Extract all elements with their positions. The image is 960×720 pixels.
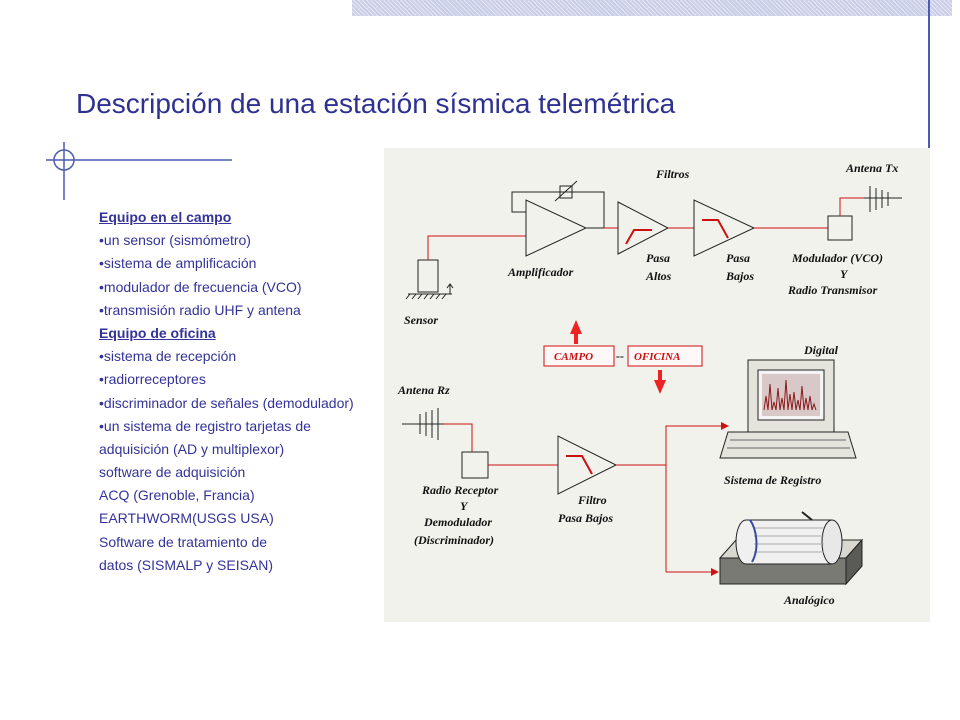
sensor-block — [405, 259, 454, 300]
analog-label: Analógico — [783, 593, 835, 607]
seismic-station-diagram: Sensor Amplificador Pasa Altos Filtros P… — [384, 148, 930, 622]
receiver-label-2: Y — [460, 499, 469, 513]
header-stripe — [352, 0, 952, 16]
high-pass-label-1: Pasa — [646, 251, 670, 265]
high-pass-label-2: Altos — [645, 269, 672, 283]
digital-computer-icon — [719, 359, 857, 459]
list-item: •sistema de recepción — [99, 348, 237, 365]
amplifier-label: Amplificador — [507, 265, 574, 279]
sensor-wire — [427, 235, 526, 260]
section-heading: Equipo de oficina — [99, 324, 216, 341]
list-item: •un sistema de registro tarjetas de — [99, 417, 311, 434]
oficina-label: OFICINA — [634, 351, 680, 363]
rx-filter-label-1: Filtro — [577, 493, 607, 507]
list-item: •transmisión radio UHF y antena — [99, 301, 301, 318]
antenna-rx-label: Antena Rz — [397, 383, 450, 397]
digital-label: Digital — [803, 343, 839, 357]
station-description-list: Equipo en el campo •un sensor (sismómetro… — [99, 206, 389, 577]
list-item: datos (SISMALP y SEISAN) — [99, 556, 274, 573]
filters-label: Filtros — [655, 167, 690, 181]
list-item: •un sensor (sismómetro) — [99, 232, 251, 249]
antenna-rx-icon — [402, 408, 444, 440]
modulator-block — [827, 215, 853, 241]
corner-decoration — [46, 142, 232, 200]
amplifier-block — [511, 180, 605, 257]
list-item: ACQ (Grenoble, Francia) — [99, 487, 255, 504]
campo-label: CAMPO — [554, 351, 593, 363]
analog-drum-recorder-icon — [718, 511, 864, 586]
page-title: Descripción de una estación sísmica tele… — [76, 88, 676, 119]
modulator-label-1: Modulador (VCO) — [791, 251, 883, 265]
antenna-tx-label: Antena Tx — [845, 161, 898, 175]
low-pass-label-2: Bajos — [725, 269, 754, 283]
modulator-label-2: Y — [840, 267, 849, 281]
receiver-low-pass-block — [557, 435, 618, 495]
section-heading: Equipo en el campo — [99, 209, 232, 225]
list-item: •radiorreceptores — [99, 371, 206, 388]
list-item: software de adquisición — [99, 464, 246, 481]
high-pass-filter-block — [617, 201, 670, 255]
receiver-label-4: (Discriminador) — [414, 533, 494, 547]
receiver-label-3: Demodulador — [423, 515, 492, 529]
receiver-label-1: Radio Receptor — [421, 483, 499, 497]
field-office-divider: CAMPO -- OFICINA — [543, 320, 703, 394]
rx-filter-label-2: Pasa Bajos — [558, 511, 613, 525]
sensor-label: Sensor — [404, 313, 438, 327]
modulator-label-3: Radio Transmisor — [787, 283, 878, 297]
low-pass-filter-block — [693, 199, 756, 257]
list-item: •sistema de amplificación — [99, 255, 257, 272]
recording-system-label: Sistema de Registro — [724, 473, 821, 487]
list-item: adquisición (AD y multiplexor) — [99, 440, 285, 457]
list-item: •discriminador de señales (demodulador) — [99, 394, 354, 411]
decorative-vertical-line — [928, 0, 930, 248]
antenna-tx-icon — [864, 186, 902, 212]
receiver-block — [461, 451, 489, 479]
list-item: •modulador de frecuencia (VCO) — [99, 278, 302, 295]
separator-label: -- — [616, 349, 624, 363]
list-item: Software de tratamiento de — [99, 533, 268, 550]
list-item: EARTHWORM(USGS USA) — [99, 510, 274, 527]
low-pass-label-1: Pasa — [726, 251, 750, 265]
